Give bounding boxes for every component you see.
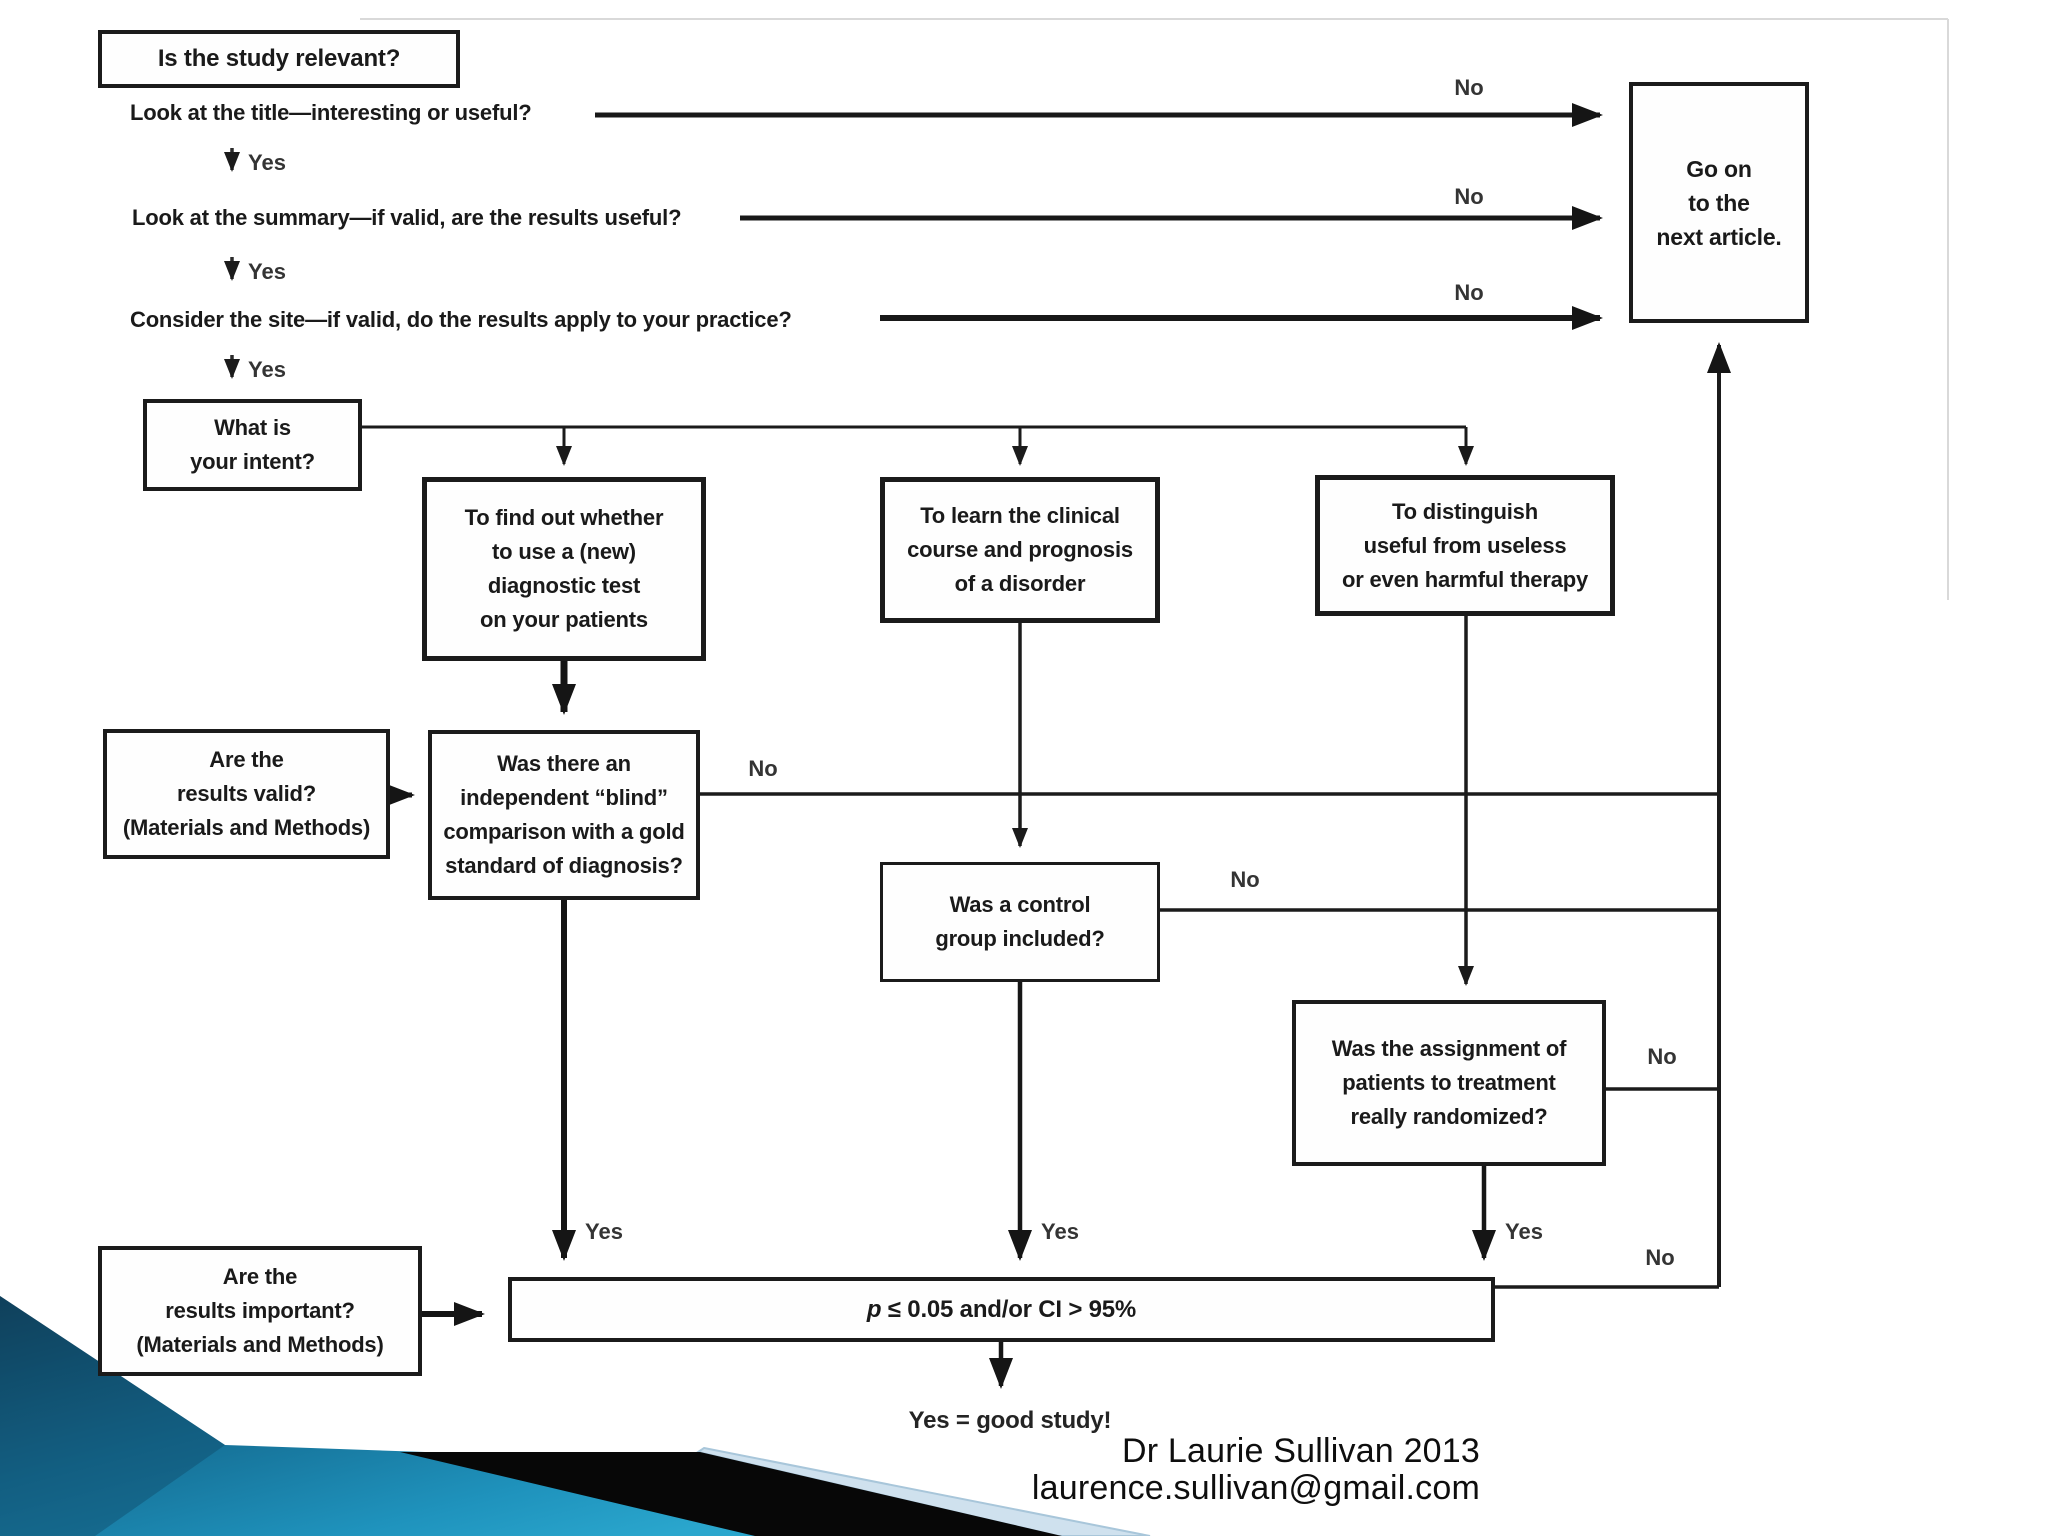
step-3-text: Consider the site—if valid, do the resul… (130, 307, 792, 332)
start-box: Is the study relevant? (98, 30, 460, 88)
randomized-yes-label: Yes (1505, 1219, 1543, 1244)
pale-blue-band (695, 1446, 1151, 1536)
credit-email: laurence.sullivan@gmail.com (1031, 1469, 1480, 1507)
pvalue-no-label: No (1645, 1245, 1675, 1270)
conclusion-text: Yes = good study! (908, 1407, 1112, 1434)
control-yes-label: Yes (1041, 1219, 1079, 1244)
step-1-no-label: No (1454, 75, 1484, 100)
step-3-no-label: No (1454, 280, 1484, 305)
teal-wedge-facet (0, 1296, 225, 1536)
intent-diagnostic-box: To find out whether to use a (new) diagn… (422, 477, 706, 661)
reject-box: Go on to the next article. (1629, 82, 1809, 323)
randomized-box: Was the assignment of patients to treatm… (1292, 1000, 1606, 1166)
credit-author: Dr Laurie Sullivan 2013 (1121, 1432, 1480, 1470)
step-2-yes-label: Yes (248, 259, 286, 284)
intent-box: What is your intent? (143, 399, 362, 491)
control-no-label: No (1230, 867, 1260, 892)
pvalue-box: p ≤ 0.05 and/or CI > 95% (508, 1277, 1495, 1342)
blind-no-label: No (748, 756, 778, 781)
results-important-box: Are the results important? (Materials an… (98, 1246, 422, 1376)
teal-wedge (0, 1296, 780, 1536)
pvalue-p: p (866, 1295, 882, 1323)
blind-yes-label: Yes (585, 1219, 623, 1244)
results-valid-box: Are the results valid? (Materials and Me… (103, 729, 390, 859)
blind-comparison-box: Was there an independent “blind” compari… (428, 730, 700, 900)
black-band (400, 1452, 1062, 1536)
step-1-yes-label: Yes (248, 150, 286, 175)
step-2-no-label: No (1454, 184, 1484, 209)
pvalue-rest: ≤ 0.05 and/or CI > 95% (881, 1295, 1137, 1323)
step-1-text: Look at the title—interesting or useful? (130, 100, 532, 125)
randomized-no-label: No (1647, 1044, 1677, 1069)
step-3-yes-label: Yes (248, 357, 286, 382)
intent-therapy-box: To distinguish useful from useless or ev… (1315, 475, 1615, 616)
figure-edge-line (360, 18, 1949, 600)
intent-prognosis-box: To learn the clinical course and prognos… (880, 477, 1160, 623)
step-2-text: Look at the summary—if valid, are the re… (132, 205, 682, 230)
control-group-box: Was a control group included? (880, 862, 1160, 982)
